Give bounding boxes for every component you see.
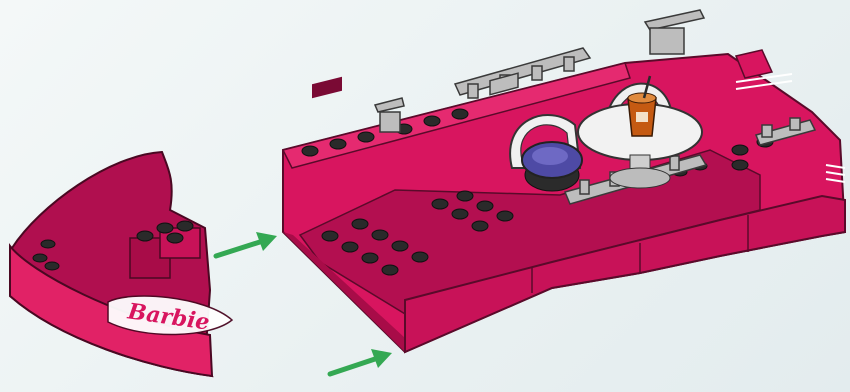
assembly-arrow-icon xyxy=(330,349,392,374)
boat-main-hull xyxy=(283,54,845,352)
boat-bow-piece: Barbie xyxy=(10,152,232,376)
assembly-arrow-icon xyxy=(216,232,277,256)
purple-stool xyxy=(522,142,582,191)
